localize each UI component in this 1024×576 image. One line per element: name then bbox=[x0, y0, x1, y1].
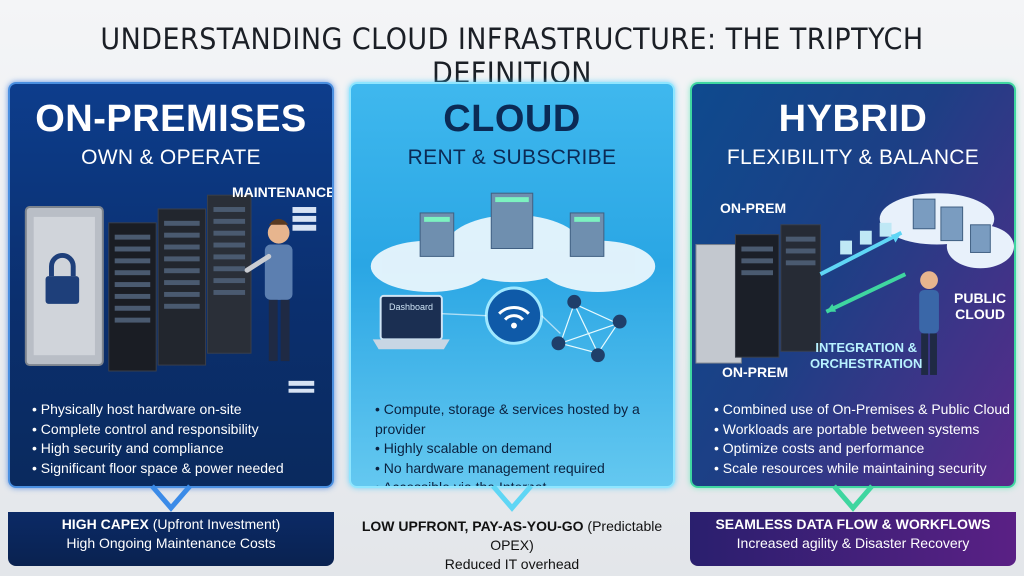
wifi-icon bbox=[484, 286, 544, 345]
footer-bold: LOW UPFRONT, PAY-AS-YOU-GO bbox=[361, 518, 584, 534]
public-cloud-icon bbox=[879, 193, 1014, 269]
footer-hybrid: SEAMLESS DATA FLOW & WORKFLOWS Increased… bbox=[690, 512, 1016, 566]
person-icon bbox=[919, 271, 939, 375]
footer-rest: (Upfront Investment) bbox=[148, 516, 281, 532]
list-item: Scale resources while maintaining securi… bbox=[714, 459, 1010, 479]
list-item: Complete control and responsibility bbox=[32, 420, 284, 440]
footer-cloud: LOW UPFRONT, PAY-AS-YOU-GO (Predictable … bbox=[349, 514, 675, 574]
on-prem-server-icon bbox=[695, 224, 821, 364]
user-network-icon bbox=[551, 294, 627, 363]
footer-line2: Increased agility & Disaster Recovery bbox=[736, 535, 970, 551]
server-stack-icon bbox=[292, 207, 317, 231]
technician-icon bbox=[244, 218, 293, 362]
list-item: No hardware management required bbox=[375, 459, 673, 479]
hybrid-illustration bbox=[695, 193, 1014, 375]
bullet-list: Combined use of On-Premises & Public Clo… bbox=[714, 400, 1010, 478]
vault-icon bbox=[24, 206, 104, 367]
footer-line2: High Ongoing Maintenance Costs bbox=[66, 535, 276, 551]
panel-heading: ON-PREMISES bbox=[35, 98, 307, 140]
list-item: Highly scalable on demand bbox=[375, 439, 673, 459]
footer-bold: HIGH CAPEX bbox=[61, 516, 149, 532]
on-prem-label-bottom: ON-PREM bbox=[722, 364, 789, 380]
panel-subheading: FLEXIBILITY & BALANCE bbox=[726, 146, 980, 169]
footer-bold: SEAMLESS DATA FLOW & WORKFLOWS bbox=[715, 516, 991, 532]
panel-heading: CLOUD bbox=[443, 98, 581, 140]
public-cloud-label-line1: PUBLIC bbox=[954, 290, 1007, 306]
on-prem-label-top: ON-PREM bbox=[720, 200, 787, 216]
integration-label: INTEGRATION & ORCHESTRATION bbox=[810, 340, 922, 372]
laptop-icon bbox=[372, 294, 450, 350]
footer-rest: (Predictable OPEX) bbox=[490, 518, 663, 553]
server-rack-icon bbox=[108, 194, 252, 372]
panel-heading: HYBRID bbox=[778, 98, 928, 140]
data-flow-arrows-icon bbox=[819, 222, 907, 314]
dashboard-label: Dashboard bbox=[389, 302, 434, 312]
list-item: Significant floor space & power needed bbox=[32, 459, 284, 479]
down-arrow-icon bbox=[150, 484, 192, 512]
list-item: Physically host hardware on-site bbox=[32, 400, 284, 420]
list-item: Workloads are portable between systems bbox=[714, 420, 1010, 440]
server-stack-icon-small bbox=[288, 380, 315, 393]
cloud-illustration bbox=[370, 192, 656, 363]
panel-on-premises: ON-PREMISES OWN & OPERATE bbox=[8, 82, 334, 488]
public-cloud-label: PUBLIC CLOUD bbox=[954, 290, 1006, 322]
page-title: UNDERSTANDING CLOUD INFRASTRUCTURE: THE … bbox=[100, 22, 924, 90]
on-premises-illustration bbox=[24, 194, 317, 393]
integration-label-line1: INTEGRATION & bbox=[815, 340, 918, 355]
panel-hybrid: HYBRID FLEXIBILITY & BALANCE ON-PREM ON- bbox=[690, 82, 1016, 488]
bullet-list: Compute, storage & services hosted by a … bbox=[375, 400, 673, 486]
cloud-server-icon bbox=[912, 198, 991, 253]
list-item: Compute, storage & services hosted by a … bbox=[375, 400, 673, 439]
bullet-list: Physically host hardware on-site Complet… bbox=[32, 400, 284, 478]
panel-subheading: OWN & OPERATE bbox=[81, 146, 261, 169]
server-icon bbox=[419, 192, 605, 257]
list-item: Optimize costs and performance bbox=[714, 439, 1010, 459]
down-arrow-icon bbox=[491, 484, 533, 512]
footer-line2: Reduced IT overhead bbox=[444, 556, 580, 572]
panel-subheading: RENT & SUBSCRIBE bbox=[407, 146, 617, 169]
list-item: High security and compliance bbox=[32, 439, 284, 459]
footer-on-premises: HIGH CAPEX (Upfront Investment) High Ong… bbox=[8, 512, 334, 566]
public-cloud-label-line2: CLOUD bbox=[955, 306, 1005, 322]
list-item: Combined use of On-Premises & Public Clo… bbox=[714, 400, 1010, 420]
list-item: Accessible via the Internet bbox=[375, 478, 673, 486]
down-arrow-icon bbox=[832, 484, 874, 512]
panel-cloud: CLOUD RENT & SUBSCRIBE bbox=[349, 82, 675, 488]
integration-label-line2: ORCHESTRATION bbox=[810, 356, 923, 371]
maintenance-label: MAINTENANCE bbox=[232, 184, 334, 200]
